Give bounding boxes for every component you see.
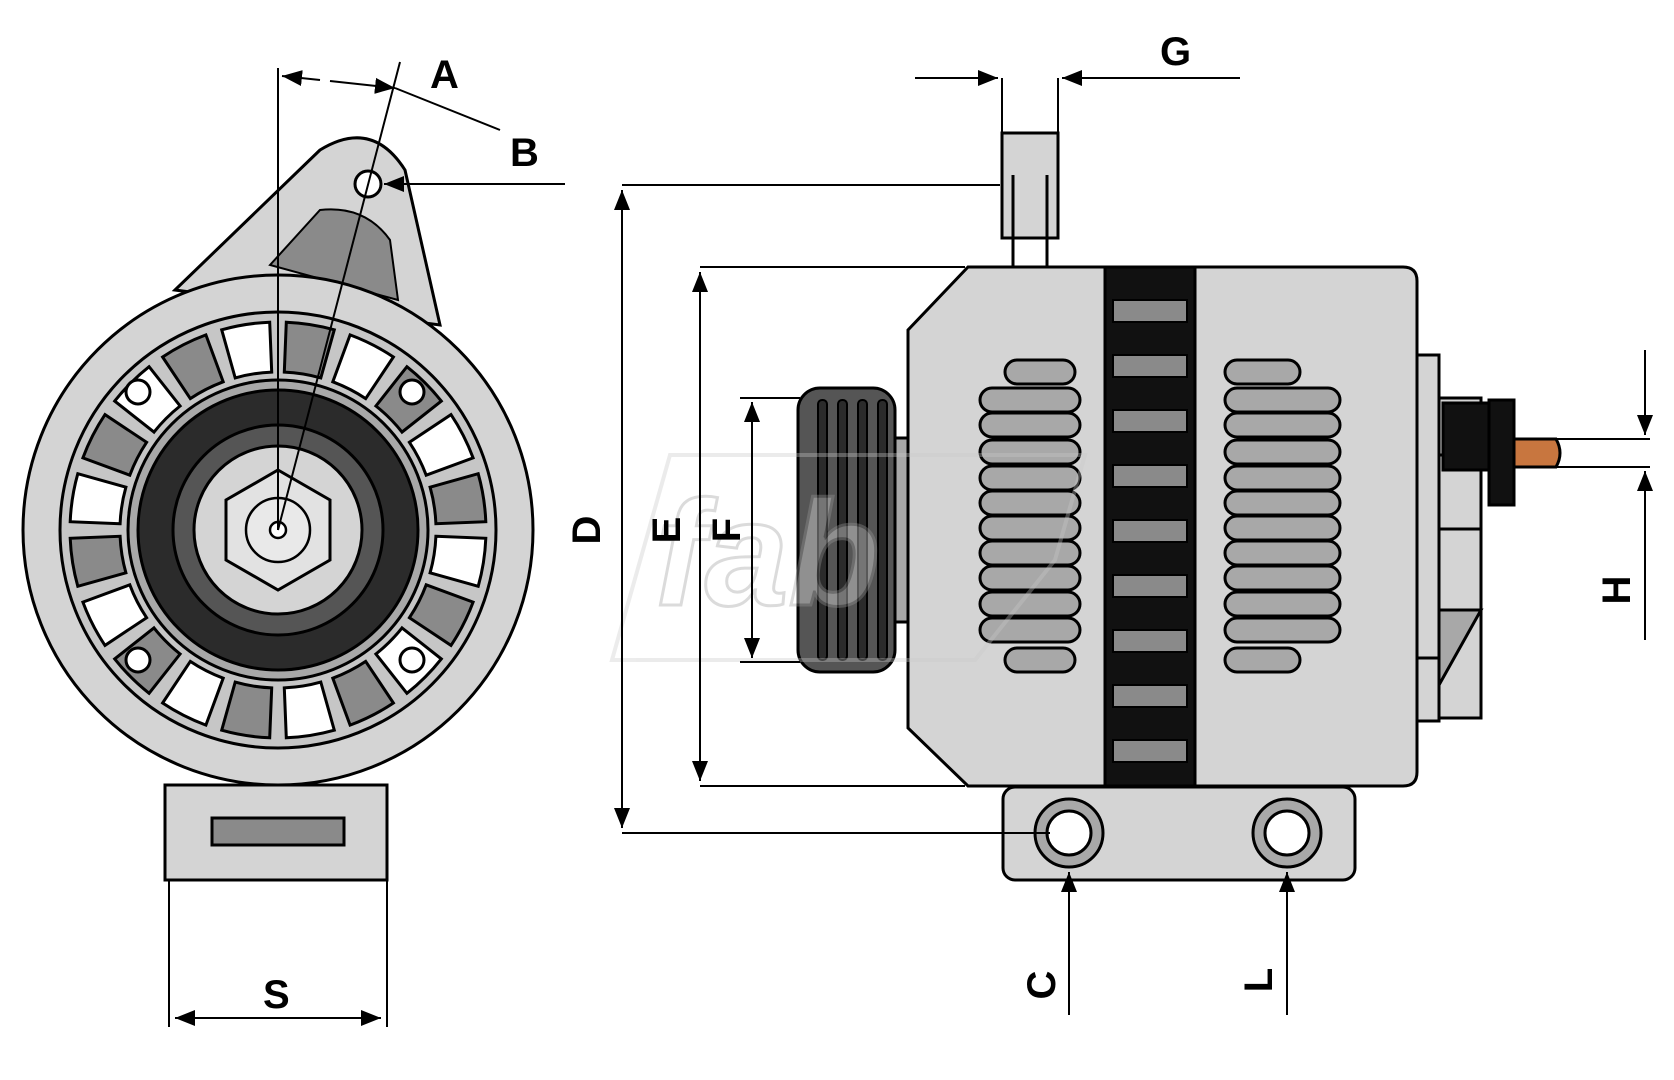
front-bolt-hole-4	[398, 646, 426, 674]
dim-a-arrow-left	[281, 70, 321, 87]
side-terminal-block	[1487, 398, 1516, 507]
front-mount-ear-shadow	[268, 208, 400, 302]
side-fin-right	[1223, 514, 1342, 542]
side-fins	[978, 358, 1342, 674]
front-vent-slot	[68, 534, 128, 589]
label-s: S	[263, 973, 290, 1017]
side-fin-right	[1223, 564, 1342, 592]
dim-a-arrow-right	[329, 77, 396, 94]
side-fin-right	[1223, 464, 1342, 492]
side-rear-wedge	[1437, 608, 1484, 691]
front-vent-slot	[428, 534, 488, 589]
front-bolt-hole-2	[398, 378, 426, 406]
side-fin-right	[1223, 616, 1342, 644]
side-fin-left	[978, 539, 1082, 567]
label-a: A	[430, 53, 459, 97]
side-fin-right	[1223, 489, 1342, 517]
label-h: H	[1595, 576, 1639, 605]
front-vent-slot	[80, 582, 149, 648]
side-stator-segment	[1112, 464, 1188, 488]
side-pulley-groove	[817, 399, 828, 661]
side-fin-left	[978, 386, 1082, 414]
side-terminal-stud	[1512, 437, 1562, 469]
side-pulley-hub	[893, 436, 910, 624]
side-fin-left	[978, 464, 1082, 492]
side-fin-left	[978, 411, 1082, 439]
label-g: G	[1160, 30, 1191, 74]
side-stator-segment	[1112, 684, 1188, 708]
front-vent-slot	[160, 659, 226, 728]
side-pulley-groove	[857, 399, 868, 661]
side-fin-right	[1223, 411, 1342, 439]
side-pulley-grooves	[817, 399, 888, 661]
side-stator-band-segments	[1112, 299, 1188, 763]
side-stator-segment	[1112, 409, 1188, 433]
front-vent-slot	[219, 320, 274, 380]
front-vent-slot	[407, 582, 476, 648]
side-fin-right	[1223, 386, 1342, 414]
side-fin-left	[978, 590, 1082, 618]
label-f: F	[705, 518, 749, 542]
label-b: B	[510, 131, 539, 175]
front-view	[21, 61, 535, 882]
side-terminal-base	[1441, 401, 1491, 472]
dim-a-leader	[394, 87, 501, 131]
side-stator-segment	[1112, 739, 1188, 763]
side-fin-right	[1223, 646, 1302, 674]
front-vent-slot	[160, 332, 226, 401]
label-e: E	[645, 517, 689, 544]
side-stator-segment	[1112, 629, 1188, 653]
side-stator-segment	[1112, 299, 1188, 323]
front-vent-slot	[428, 471, 488, 526]
front-vent-slot	[407, 412, 476, 478]
side-fin-left	[1003, 358, 1077, 386]
side-pulley-groove	[837, 399, 848, 661]
side-top-lug	[1000, 131, 1060, 240]
side-fin-left	[978, 489, 1082, 517]
side-view	[796, 131, 1562, 882]
front-vent-slot	[330, 332, 396, 401]
front-bolt-hole-3	[124, 646, 152, 674]
side-fin-left	[978, 616, 1082, 644]
front-vent-slot	[330, 659, 396, 728]
front-angle-line	[277, 61, 401, 531]
side-foot-hole-left-inner	[1045, 809, 1093, 857]
side-rear-box-1	[1415, 353, 1441, 723]
side-fin-left	[1003, 646, 1077, 674]
side-stator-segment	[1112, 354, 1188, 378]
front-vent-slot	[282, 680, 337, 740]
dimensions	[168, 70, 1653, 1027]
watermark-text: fab	[655, 469, 880, 637]
side-foot-hole-right-inner	[1263, 809, 1311, 857]
label-d: D	[565, 516, 609, 545]
label-l: L	[1237, 968, 1281, 992]
side-fin-right	[1223, 438, 1342, 466]
side-stator-segment	[1112, 519, 1188, 543]
side-stator-segment	[1112, 574, 1188, 598]
side-fin-left	[978, 438, 1082, 466]
side-pulley-groove	[877, 399, 888, 661]
front-bolt-hole-1	[124, 378, 152, 406]
side-fin-right	[1223, 539, 1342, 567]
side-fin-right	[1223, 358, 1302, 386]
side-fin-right	[1223, 590, 1342, 618]
front-vent-slot	[68, 471, 128, 526]
front-vent-ring	[68, 320, 488, 740]
front-foot-slot	[210, 816, 346, 847]
label-c: C	[1020, 971, 1064, 1000]
front-vent-slot	[219, 680, 274, 740]
side-fin-left	[978, 564, 1082, 592]
front-vent-slot	[80, 412, 149, 478]
